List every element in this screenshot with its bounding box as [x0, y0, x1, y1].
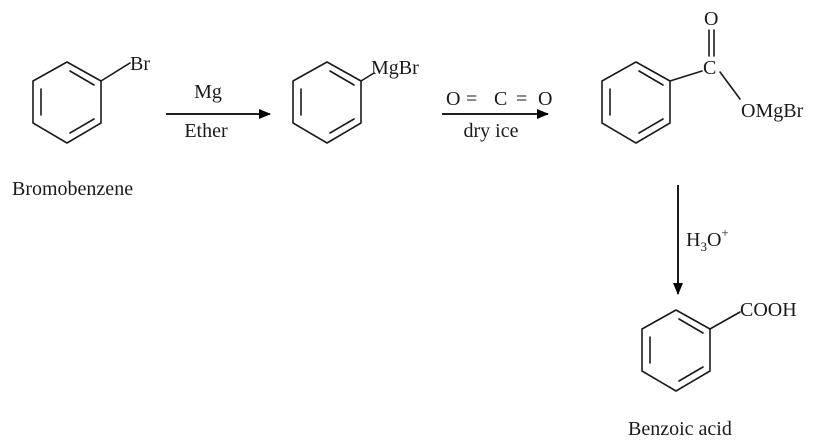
benzene-ring: [32, 61, 102, 144]
arrow-step-3: H3O+: [673, 185, 729, 295]
co2-eq-right: =: [516, 88, 527, 110]
co2-o-right: O: [538, 88, 552, 110]
solvent-ether: Ether: [184, 120, 228, 142]
aromatic-double-bonds: [649, 318, 704, 382]
carboxylate-structure: C O OMgBr: [601, 8, 804, 144]
dry-ice-label: dry ice: [464, 120, 519, 142]
ring-cooh-bond: [709, 311, 741, 330]
arrow-step-2: O = C = O dry ice: [442, 88, 552, 142]
benzoic-acid-structure: COOH Benzoic acid: [628, 299, 797, 440]
c-br-bond: [100, 62, 131, 82]
ring-carbonyl-bond: [669, 70, 703, 82]
hydronium-label: H3O+: [686, 225, 729, 254]
grignard-structure: MgBr: [292, 57, 419, 144]
benzoic-acid-name: Benzoic acid: [628, 418, 732, 440]
c-mg-bond: [360, 72, 375, 82]
benzene-ring: [641, 309, 711, 392]
benzene-ring: [601, 61, 671, 144]
co2-c: C: [494, 88, 507, 110]
aromatic-double-bonds: [300, 70, 355, 134]
omgbr-label: OMgBr: [741, 100, 804, 122]
benzene-ring: [292, 61, 362, 144]
mgbr-label: MgBr: [371, 57, 419, 79]
bromobenzene-structure: Br Bromobenzene: [12, 53, 150, 200]
bromobenzene-name: Bromobenzene: [12, 178, 133, 200]
br-label: Br: [130, 53, 150, 75]
c-o-bond: [719, 71, 741, 100]
co2-eq-left: =: [466, 88, 477, 110]
carbonyl-carbon: C: [703, 57, 716, 79]
cooh-label: COOH: [740, 299, 797, 321]
reagent-mg: Mg: [194, 81, 222, 103]
arrow-step-1: Mg Ether: [166, 81, 271, 142]
carbonyl-oxygen: O: [704, 8, 718, 30]
aromatic-double-bonds: [40, 70, 95, 134]
co2-o-left: O: [446, 88, 460, 110]
aromatic-double-bonds: [609, 70, 664, 134]
